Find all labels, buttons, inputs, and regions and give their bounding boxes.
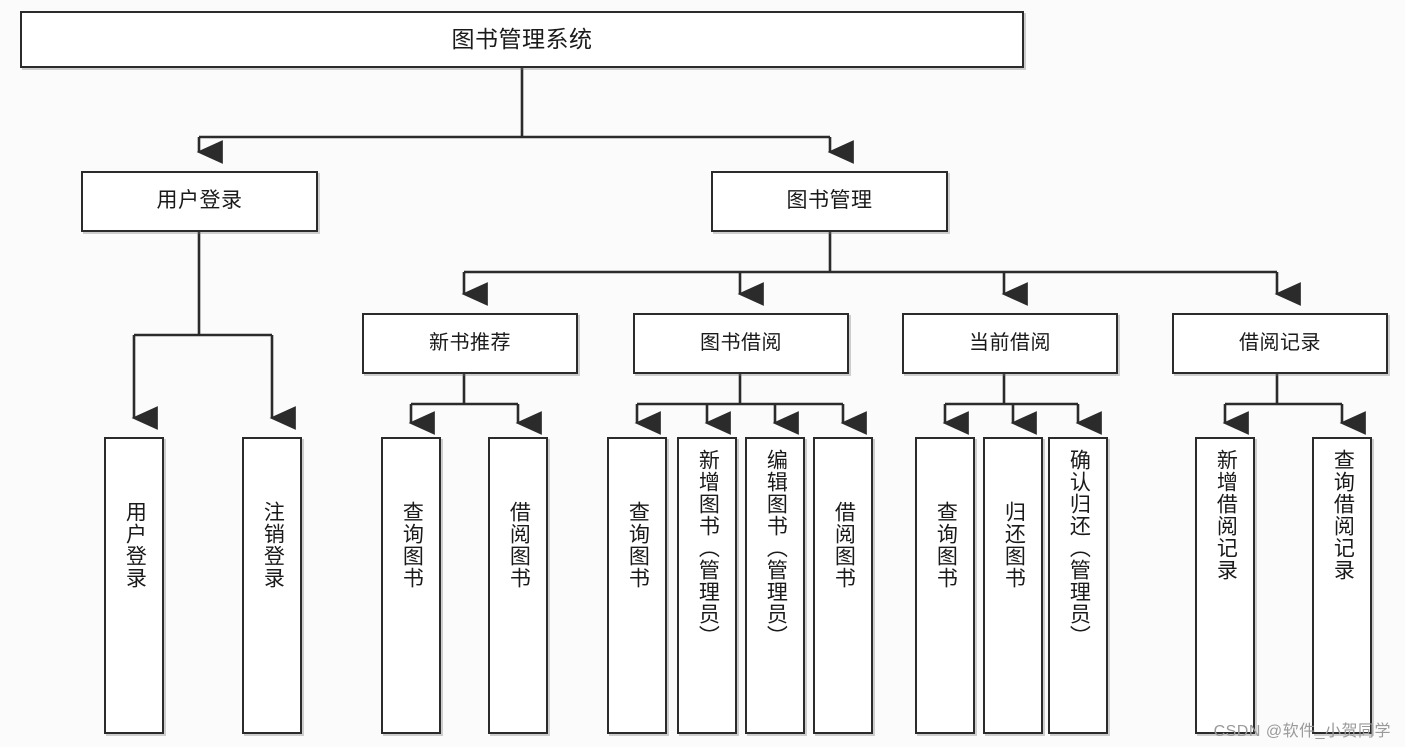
node-label: 查询图书 [400, 501, 424, 589]
leaf-book-borrow-edit[interactable]: 编辑图书（管理员） [745, 437, 805, 734]
node-current-borrow[interactable]: 当前借阅 [902, 313, 1118, 374]
leaf-current-borrow-return[interactable]: 归还图书 [983, 437, 1043, 734]
watermark: CSDN @软件_小贺同学 [1213, 723, 1391, 740]
leaf-borrow-record-query[interactable]: 查询借阅记录 [1312, 437, 1372, 734]
leaf-new-book-borrow[interactable]: 借阅图书 [488, 437, 548, 734]
node-label: 当前借阅 [969, 332, 1051, 354]
node-label: 查询借阅记录 [1331, 449, 1355, 581]
node-label: 新增借阅记录 [1214, 449, 1238, 581]
node-book-management[interactable]: 图书管理 [711, 171, 948, 232]
node-borrow-record[interactable]: 借阅记录 [1172, 313, 1388, 374]
node-label: 新增图书（管理员） [696, 449, 720, 647]
node-label: 查询图书 [626, 501, 650, 589]
node-label: 图书管理 [786, 189, 873, 213]
node-label: 编辑图书（管理员） [764, 449, 788, 647]
node-label: 确认归还（管理员） [1067, 449, 1091, 647]
node-label: 图书借阅 [700, 332, 782, 354]
node-user-login[interactable]: 用户登录 [81, 171, 318, 232]
leaf-borrow-record-add[interactable]: 新增借阅记录 [1195, 437, 1255, 734]
node-label: 用户登录 [156, 189, 243, 213]
node-label: 新书推荐 [429, 332, 511, 354]
leaf-user-login-login[interactable]: 用户登录 [104, 437, 164, 734]
node-book-borrow[interactable]: 图书借阅 [633, 313, 849, 374]
leaf-user-login-logout[interactable]: 注销登录 [242, 437, 302, 734]
node-label: 图书管理系统 [451, 26, 593, 53]
leaf-current-borrow-confirm-return[interactable]: 确认归还（管理员） [1048, 437, 1108, 734]
node-new-book-recommend[interactable]: 新书推荐 [362, 313, 578, 374]
node-label: 借阅记录 [1239, 332, 1321, 354]
node-book-management-system[interactable]: 图书管理系统 [20, 11, 1024, 68]
leaf-book-borrow-query[interactable]: 查询图书 [607, 437, 667, 734]
node-label: 用户登录 [123, 501, 147, 589]
node-label: 借阅图书 [832, 501, 856, 589]
leaf-new-book-query[interactable]: 查询图书 [381, 437, 441, 734]
leaf-book-borrow-add[interactable]: 新增图书（管理员） [677, 437, 737, 734]
leaf-book-borrow-borrow[interactable]: 借阅图书 [813, 437, 873, 734]
node-label: 注销登录 [261, 501, 285, 589]
leaf-current-borrow-query[interactable]: 查询图书 [915, 437, 975, 734]
node-label: 查询图书 [934, 501, 958, 589]
node-label: 归还图书 [1002, 501, 1026, 589]
node-label: 借阅图书 [507, 501, 531, 589]
